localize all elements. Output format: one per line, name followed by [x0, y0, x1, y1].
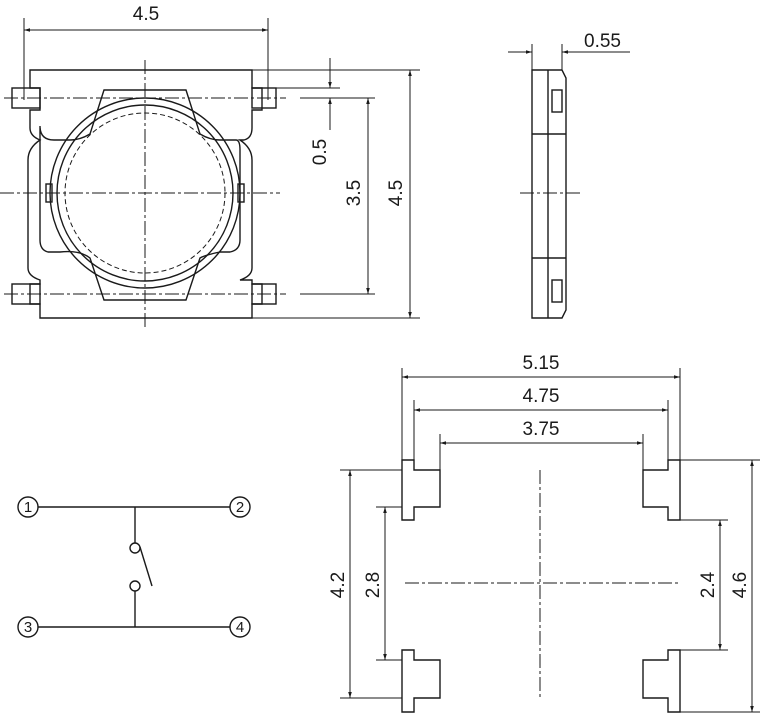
right-outer-height-label: 4.6: [730, 572, 751, 598]
width-label: 4.5: [133, 4, 159, 25]
svg-text:3: 3: [24, 619, 32, 636]
height-label: 4.5: [386, 180, 407, 206]
side-view: 0.55: [508, 31, 630, 319]
pad-bl: [401, 649, 441, 713]
mid-width-label: 4.75: [523, 386, 560, 407]
pad-tr: [642, 459, 681, 521]
pin-1: 1: [17, 496, 39, 518]
pin-3: 3: [17, 616, 39, 638]
schematic: 1 2 3 4: [17, 496, 251, 638]
frame-outline: [39, 89, 241, 301]
pin-4: 4: [229, 616, 251, 638]
pin-label: 0.5: [310, 139, 331, 165]
pad-tl: [401, 459, 441, 521]
svg-text:1: 1: [24, 499, 32, 516]
outer-width-label: 5.15: [523, 353, 560, 374]
right-inner-height-label: 2.4: [698, 571, 719, 598]
switch-lever: [139, 546, 153, 587]
footprint: 5.15 4.75 3.75 4.2 2.8 2.4 4.6: [328, 353, 760, 713]
svg-text:2: 2: [236, 499, 244, 516]
pad-br: [642, 649, 681, 713]
svg-text:4: 4: [236, 619, 244, 636]
pin-2: 2: [229, 496, 251, 518]
top-view: 4.5 0.5 3.5 4.5: [0, 4, 420, 330]
pitch-label: 3.5: [344, 180, 365, 206]
switch-body: [27, 69, 263, 319]
left-inner-height-label: 2.8: [363, 572, 384, 598]
thickness-label: 0.55: [584, 31, 621, 52]
inner-width-label: 3.75: [523, 419, 560, 440]
left-outer-height-label: 4.2: [328, 572, 349, 598]
